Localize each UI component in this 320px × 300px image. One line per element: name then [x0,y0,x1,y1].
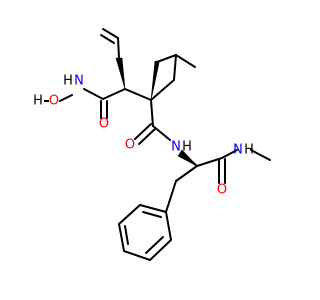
bond-vinyl-ch-ch2 [117,37,120,59]
bond-amide-carbon-n [152,125,171,141]
molecule-structure: H O H N O O N H N H O [33,28,271,261]
methylamide-carbonyl-o-label: O [217,183,227,198]
bond-benzyl-ch2-ring [165,180,177,213]
bond-amide-co-a [134,123,152,140]
bond-ring-1 [165,211,172,241]
hydroxyl-h-label: H [33,94,43,109]
bond-c3-amide-carbon [150,99,154,127]
methylamide-nh-n-label: N [233,143,243,158]
bond-ring-2 [149,239,172,261]
bond-n-o-hydroxyl [59,94,73,102]
bond-hydroxamate-carbon-n [83,88,104,100]
bond-vinyl-double-a [102,28,119,39]
bond-c2-hydroxamate-carbon [102,88,126,100]
bond-amide-co-b [138,128,156,145]
amide-nh-h-label: H [182,140,192,155]
bond-c2-c3 [124,88,152,101]
bond-calpha-methylamide-carbon [196,157,223,167]
bond-isobutyl-ch-ch2 [173,54,177,81]
wedge-calpha-amide-n [177,149,198,167]
bond-calpha-benzyl-ch2 [175,165,198,182]
bond-isobutyl-methyl-b [175,54,196,68]
wedge-c3-isobutyl-ch2 [150,60,160,101]
amide-nh-n-label: N [171,140,181,155]
bond-methylamide-n-methyl [250,149,271,161]
bond-ring-inner-a [145,236,164,254]
bond-isobutyl-methyl-a [156,54,177,63]
hydroxamate-carbonyl-o-label: O [99,117,109,132]
bond-vinyl-double-b [100,34,115,44]
hydroxyl-o-label: O [49,94,59,109]
bond-isobutyl-ch2-calpha [150,79,175,101]
hydroxamate-nh-n-label: N [74,74,84,89]
bond-methylamide-carbon-n [221,149,238,159]
wedge-c2-allyl-ch2 [115,57,126,90]
bond-ring-inner-c [142,211,162,218]
atom-label-layer: H O H N O O N H N H O [33,74,254,198]
bond-ring-5 [118,204,141,225]
methylamide-nh-h-label: H [244,143,254,158]
bond-ring-3 [123,250,151,261]
bond-ring-6 [139,204,167,213]
bond-ring-inner-b [124,225,129,245]
hydroxamate-nh-h-label: H [63,74,73,89]
amide-carbonyl-o-label: O [125,138,135,153]
bond-ring-4 [118,223,125,252]
